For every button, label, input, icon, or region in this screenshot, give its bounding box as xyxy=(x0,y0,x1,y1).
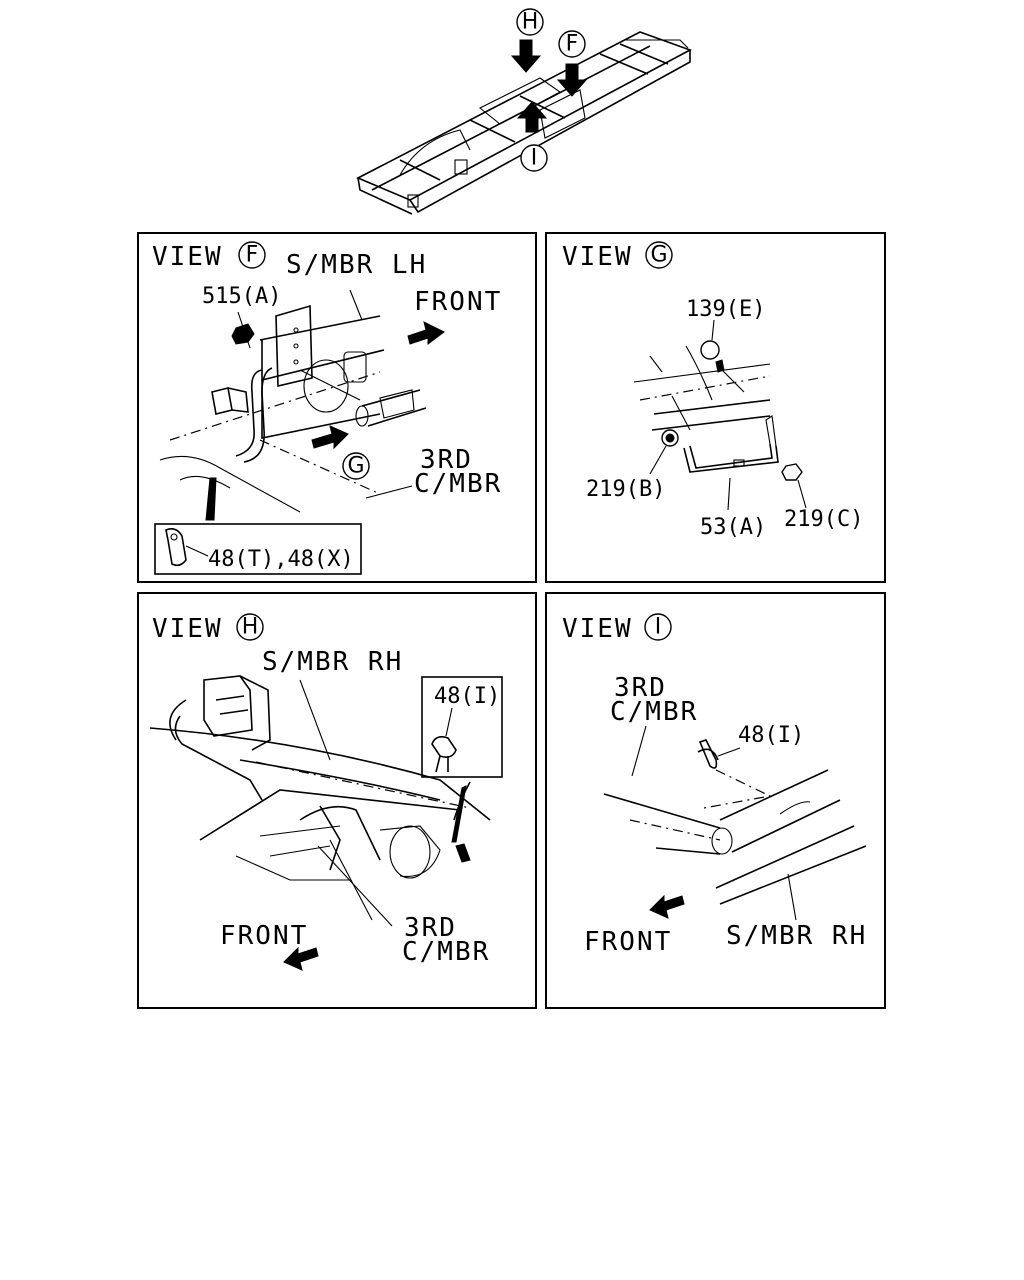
part-139e: 139(E) xyxy=(686,297,765,322)
marker-i-letter: I xyxy=(531,146,538,171)
marker-f xyxy=(558,30,586,58)
view-f-inset xyxy=(154,523,362,575)
view-h-panel: VIEW H S/MBR RH FRONT 3RD C/MBR xyxy=(137,592,537,1009)
view-h-front-label: FRONT xyxy=(220,921,308,951)
inset-48t-48x: 48(T),48(X) xyxy=(208,547,354,572)
view-i-letter: I xyxy=(655,615,662,640)
view-i-crossmember-2: C/MBR xyxy=(610,697,698,727)
view-h-letter: H xyxy=(242,615,259,640)
view-i-front-label: FRONT xyxy=(584,927,672,957)
view-f-word: VIEW xyxy=(152,242,223,272)
view-f-member-label: S/MBR LH xyxy=(286,250,427,280)
inset-48i: 48(I) xyxy=(434,684,500,709)
part-515a: 515(A) xyxy=(202,284,281,309)
view-h-crossmember-2: C/MBR xyxy=(402,937,490,967)
chassis-overview: H F I xyxy=(356,8,692,215)
view-f-panel: VIEW F S/MBR LH FRONT 515(A) 3RD C/MBR xyxy=(137,232,537,583)
view-f-front-label: FRONT xyxy=(414,287,502,317)
view-g-letter: G xyxy=(650,243,667,268)
view-i-panel: VIEW I 3RD C/MBR 48(I) FRONT S/MBR RH xyxy=(545,592,886,1009)
view-f-subview-letter: G xyxy=(347,454,364,479)
view-i-crossmember-1: 3RD xyxy=(614,673,667,703)
view-g-panel: VIEW G 139(E) 219(B) 53(A) 219(C) xyxy=(545,232,886,583)
view-g-word: VIEW xyxy=(562,242,633,272)
part-48i: 48(I) xyxy=(738,723,804,748)
view-i-word: VIEW xyxy=(562,614,633,644)
view-h-crossmember-1: 3RD xyxy=(404,913,457,943)
view-i-member-label: S/MBR RH xyxy=(726,921,867,951)
marker-h-letter: H xyxy=(522,10,539,35)
part-53a: 53(A) xyxy=(700,515,766,540)
view-f-crossmember-2: C/MBR xyxy=(414,469,502,499)
part-219c: 219(C) xyxy=(784,507,863,532)
marker-i xyxy=(520,144,548,172)
view-h-word: VIEW xyxy=(152,614,223,644)
view-h-member-label: S/MBR RH xyxy=(262,647,403,677)
marker-f-letter: F xyxy=(566,32,579,57)
marker-h xyxy=(516,8,544,36)
view-f-letter: F xyxy=(246,243,259,268)
view-f-crossmember-1: 3RD xyxy=(420,445,473,475)
part-219b: 219(B) xyxy=(586,477,665,502)
view-h-inset xyxy=(421,676,503,778)
